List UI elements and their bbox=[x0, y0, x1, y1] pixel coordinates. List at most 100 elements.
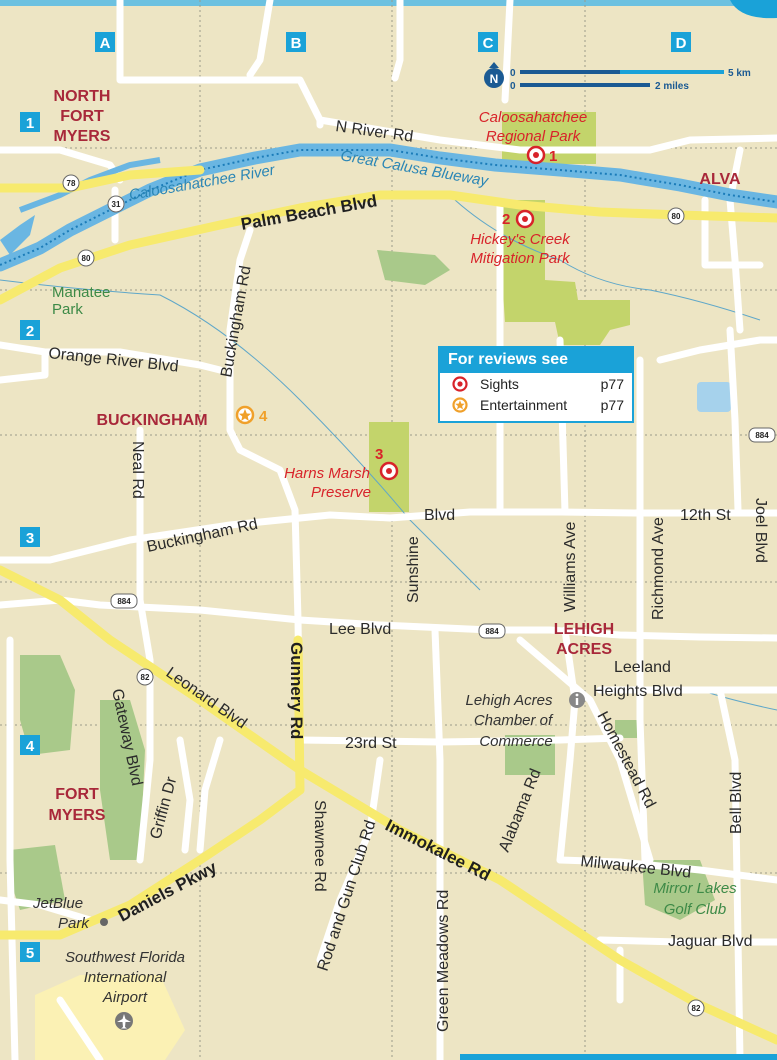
road-leonard: Leonard Blvd bbox=[163, 664, 250, 732]
town-lehigh-acres-line1: LEHIGH bbox=[554, 621, 614, 638]
grid-row-5: 5 bbox=[26, 945, 34, 962]
entertainment-4-number: 4 bbox=[259, 408, 268, 425]
grid-row-labels: 1 2 3 4 5 bbox=[20, 112, 40, 962]
town-north-fort-myers-line3: MYERS bbox=[54, 128, 111, 145]
airport-line2: International bbox=[84, 969, 167, 986]
road-alabama: Alabama Rd bbox=[496, 766, 545, 854]
road-jaguar: Jaguar Blvd bbox=[668, 933, 753, 950]
town-north-fort-myers-line1: NORTH bbox=[54, 88, 111, 105]
sight-1[interactable]: Caloosahatchee Regional Park 1 bbox=[479, 109, 587, 165]
svg-text:884: 884 bbox=[117, 597, 131, 606]
scale-mi-zero: 0 bbox=[510, 81, 516, 92]
town-buckingham: BUCKINGHAM bbox=[96, 412, 207, 429]
chamber-line1: Lehigh Acres bbox=[466, 692, 553, 709]
legend-sights-label: Sights bbox=[480, 376, 519, 392]
legend-row-entertainment: Entertainment p77 bbox=[440, 394, 632, 415]
legend-row-sights: Sights p77 bbox=[440, 373, 632, 394]
road-buckingham: Buckingham Rd bbox=[145, 516, 259, 556]
great-calusa-blueway bbox=[0, 149, 777, 266]
airport-icon bbox=[115, 1012, 133, 1030]
sight-3-name-line2: Preserve bbox=[311, 484, 371, 501]
parks-layer bbox=[369, 112, 630, 512]
information-icon bbox=[569, 692, 585, 708]
road-green-meadows: Green Meadows Rd bbox=[435, 890, 452, 1032]
scale-km-zero: 0 bbox=[510, 68, 516, 79]
mirror-lakes-line1: Mirror Lakes bbox=[653, 880, 737, 897]
sight-1-name-line1: Caloosahatchee bbox=[479, 109, 587, 126]
town-fort-myers-line2: MYERS bbox=[49, 807, 106, 824]
sight-3[interactable]: 3 Harns Marsh Preserve bbox=[284, 446, 399, 501]
route-shield: 82 bbox=[687, 999, 705, 1017]
sight-2[interactable]: 2 Hickey's Creek Mitigation Park bbox=[470, 209, 571, 267]
scale-mi-label: 2 miles bbox=[655, 81, 689, 92]
svg-text:884: 884 bbox=[755, 431, 769, 440]
road-leeland-line1: Leeland bbox=[614, 659, 671, 676]
jetblue-park-line2: Park bbox=[58, 915, 90, 932]
route-shield: 884 bbox=[748, 427, 776, 443]
road-sunshine: Sunshine bbox=[405, 536, 422, 603]
road-blvd: Blvd bbox=[424, 507, 455, 524]
legend-sights-page: p77 bbox=[600, 376, 624, 392]
grid-row-3: 3 bbox=[26, 530, 34, 547]
route-shield: 80 bbox=[77, 249, 95, 267]
town-alva: ALVA bbox=[699, 171, 741, 188]
sight-1-number: 1 bbox=[549, 148, 557, 165]
sight-3-name-line1: Harns Marsh bbox=[284, 465, 370, 482]
grid-column-labels: A B C D bbox=[95, 32, 691, 52]
sight-2-name-line1: Hickey's Creek bbox=[470, 231, 571, 248]
sight-2-name-line2: Mitigation Park bbox=[470, 250, 571, 267]
road-griffin: Griffin Dr bbox=[147, 774, 180, 841]
green-areas bbox=[10, 250, 715, 920]
major-roads bbox=[0, 165, 777, 1045]
entertainment-icon bbox=[452, 397, 468, 413]
airport-line1: Southwest Florida bbox=[65, 949, 185, 966]
svg-text:80: 80 bbox=[82, 254, 91, 263]
grid-col-b: B bbox=[291, 35, 302, 52]
lake bbox=[697, 382, 731, 412]
route-shield: 78 bbox=[62, 174, 80, 192]
road-palm-beach: Palm Beach Blvd bbox=[239, 191, 378, 234]
sight-1-name-line2: Regional Park bbox=[486, 128, 582, 145]
corner-tab bbox=[730, 0, 777, 19]
entertainment-4[interactable]: 4 bbox=[235, 405, 268, 425]
road-23rd-st: 23rd St bbox=[345, 735, 397, 752]
legend-title: For reviews see bbox=[440, 348, 632, 373]
town-fort-myers-line1: FORT bbox=[55, 786, 99, 803]
scale-km-label: 5 km bbox=[728, 68, 751, 79]
legend-box: For reviews see Sights p77 Entertainment… bbox=[438, 346, 634, 423]
road-williams: Williams Ave bbox=[562, 522, 579, 612]
river-inlet bbox=[0, 215, 35, 255]
sight-2-number: 2 bbox=[502, 211, 510, 228]
svg-text:78: 78 bbox=[67, 179, 76, 188]
road-buckingham-vertical: Buckingham Rd bbox=[218, 265, 254, 379]
road-shawnee: Shawnee Rd bbox=[311, 800, 328, 892]
stadium-icon bbox=[100, 918, 108, 926]
north-label: N bbox=[490, 72, 499, 86]
route-shield: 80 bbox=[667, 207, 685, 225]
road-n-river: N River Rd bbox=[334, 118, 414, 146]
grid-row-2: 2 bbox=[26, 323, 34, 340]
road-joel: Joel Blvd bbox=[752, 498, 769, 563]
road-daniels: Daniels Pkwy bbox=[115, 857, 220, 925]
mirror-lakes-line2: Golf Club bbox=[664, 901, 727, 918]
chamber-line2: Chamber of bbox=[474, 712, 554, 729]
grid-col-a: A bbox=[100, 35, 111, 52]
road-richmond: Richmond Ave bbox=[650, 517, 667, 620]
route-shield: 82 bbox=[136, 668, 154, 686]
svg-text:82: 82 bbox=[692, 1004, 701, 1013]
grid-col-c: C bbox=[483, 35, 494, 52]
airport-line3: Airport bbox=[102, 989, 148, 1006]
legend-entertainment-page: p77 bbox=[600, 397, 624, 413]
grid-row-1: 1 bbox=[26, 115, 34, 132]
manatee-park-line1: Manatee bbox=[52, 284, 110, 301]
svg-text:884: 884 bbox=[485, 627, 499, 636]
bottom-tab bbox=[460, 1054, 777, 1060]
town-north-fort-myers-line2: FORT bbox=[60, 108, 104, 125]
sight-3-number: 3 bbox=[375, 446, 383, 463]
route-shield: 884 bbox=[478, 623, 506, 639]
grid-col-d: D bbox=[676, 35, 687, 52]
road-bell: Bell Blvd bbox=[728, 772, 745, 834]
road-gunnery: Gunnery Rd bbox=[287, 642, 306, 739]
